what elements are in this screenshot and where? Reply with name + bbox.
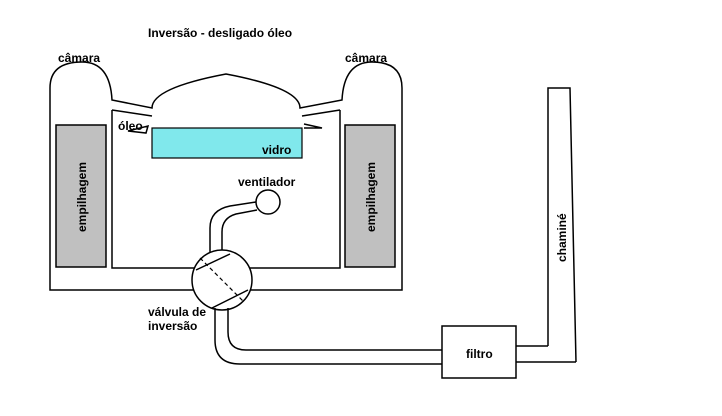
right-throat: [301, 109, 341, 117]
stacking-right-label: empilhagem: [364, 162, 378, 232]
chimney-label: chaminé: [555, 213, 569, 262]
fan-label: ventilador: [238, 175, 296, 189]
oil-nozzle-right: [303, 123, 323, 129]
diagram-title: Inversão - desligado óleo: [148, 26, 292, 40]
stacking-left-label: empilhagem: [75, 162, 89, 232]
oil-nozzle-left: [127, 124, 150, 134]
filter: [441, 325, 517, 379]
fan: [255, 189, 281, 215]
furnace-outer-wall: [49, 61, 403, 291]
valve-flap-2: [211, 289, 249, 309]
filter-label: filtro: [466, 347, 493, 361]
fan-duct-outer: [209, 201, 257, 254]
valve-label-line2: inversão: [148, 319, 197, 333]
stacking-left: [55, 124, 107, 268]
glass-bath: [151, 127, 303, 159]
fan-duct-inner: [221, 209, 258, 254]
stacking-right: [344, 124, 396, 268]
oil-label: óleo: [118, 119, 143, 133]
left-throat: [111, 109, 153, 117]
valve-flap-1: [195, 253, 231, 271]
valve-label-line1: válvula de: [148, 305, 206, 319]
chamber-right-label: câmara: [345, 51, 387, 65]
chimney: [547, 87, 577, 363]
flue-inner: [227, 308, 442, 351]
chamber-left-label: câmara: [58, 51, 100, 65]
glass-label: vidro: [262, 143, 291, 157]
flue-outer: [214, 308, 442, 365]
